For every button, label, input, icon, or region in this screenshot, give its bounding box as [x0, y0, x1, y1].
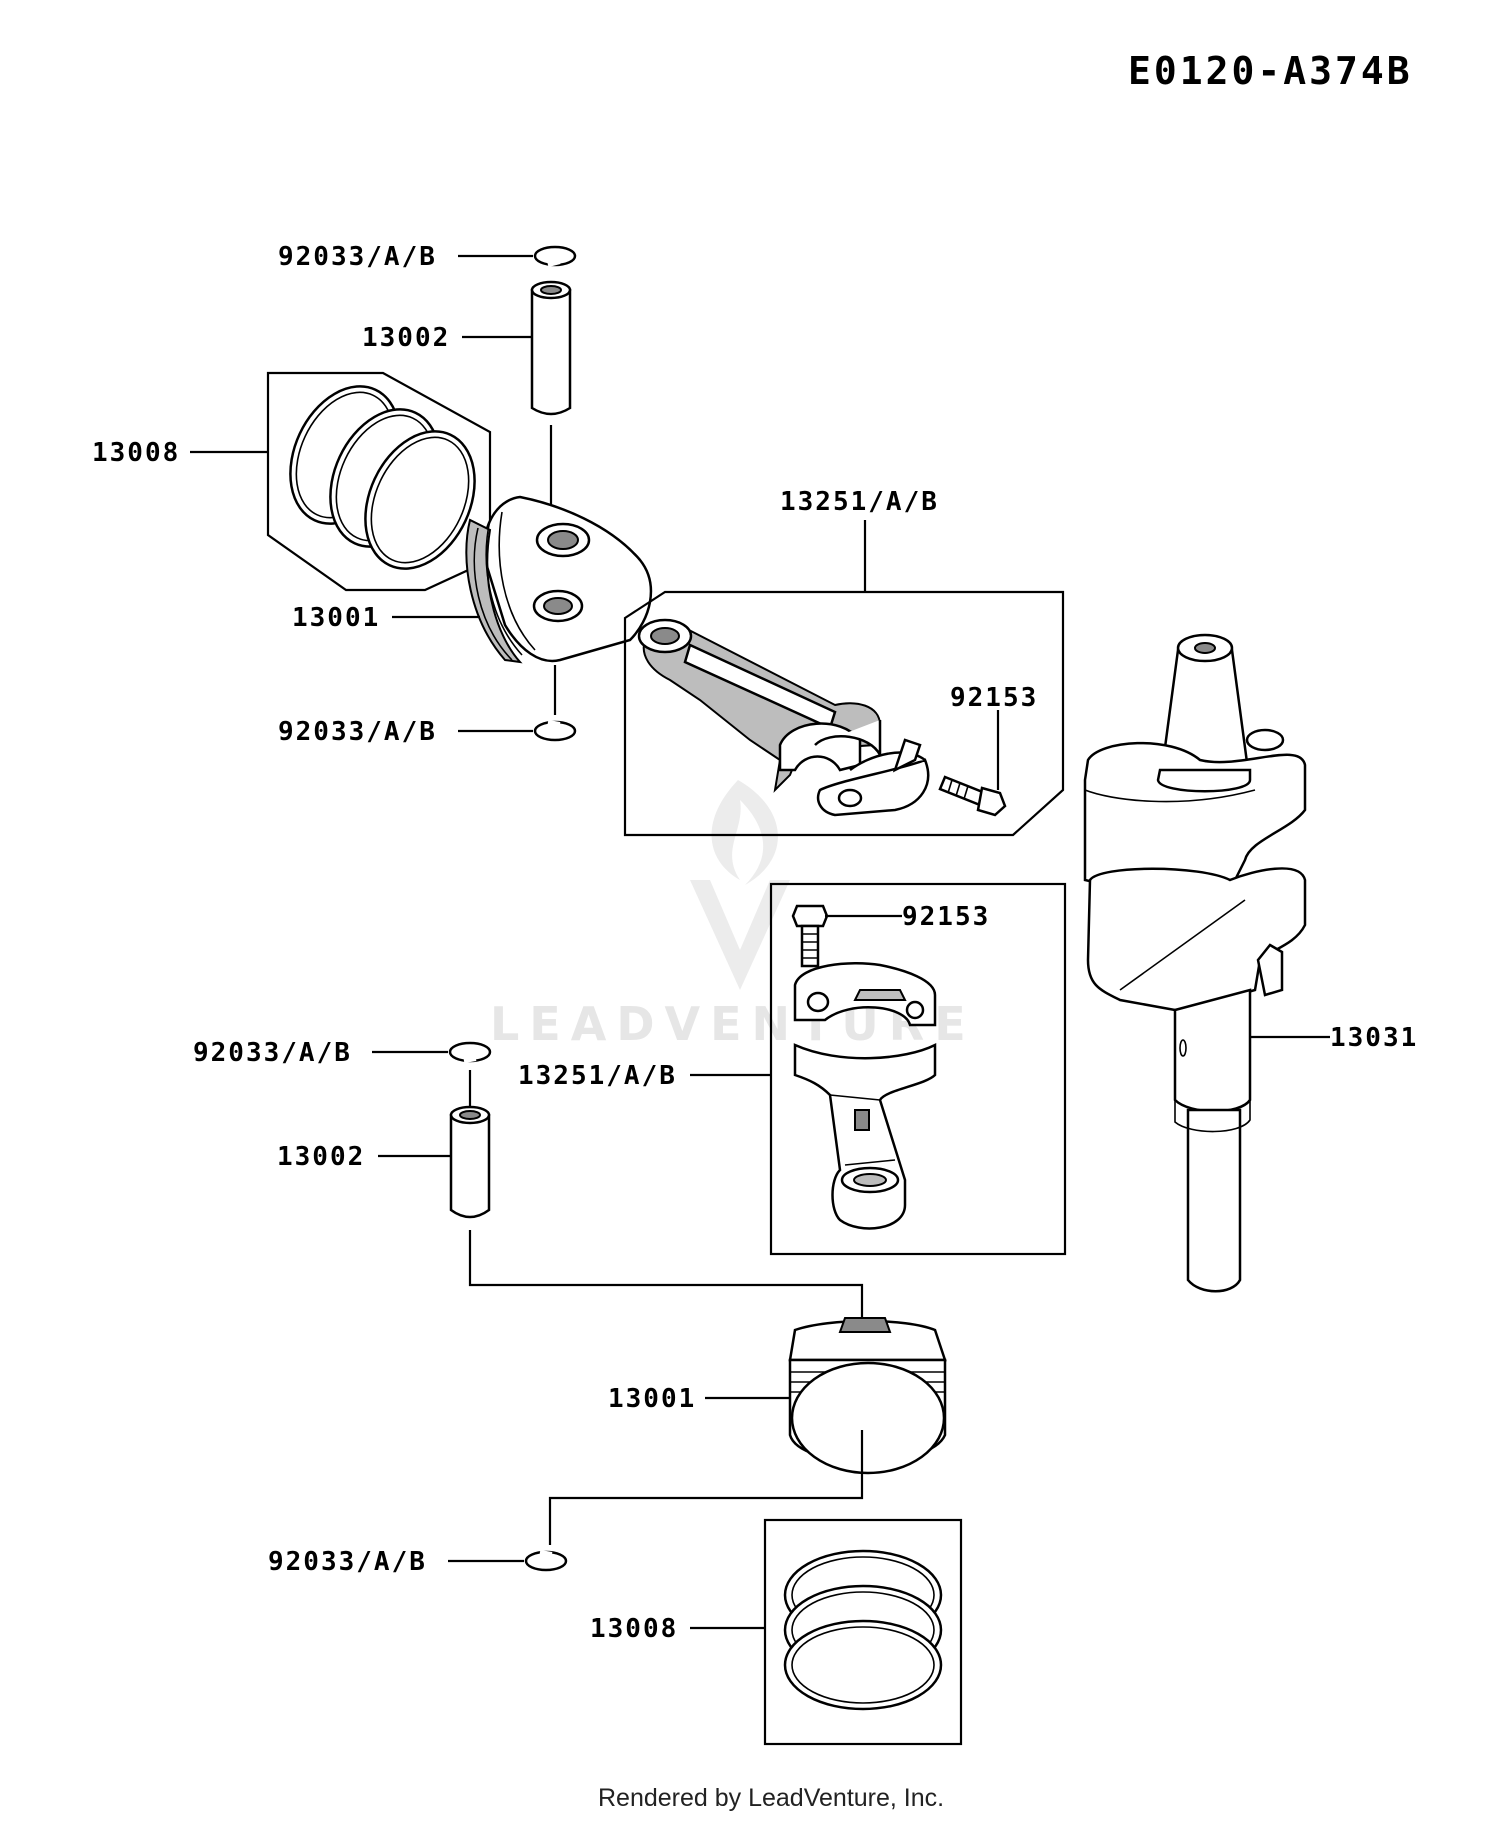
label-crankshaft[interactable]: 13031 — [1330, 1023, 1418, 1053]
label-piston-pin-upper[interactable]: 13002 — [362, 323, 450, 353]
label-bolt-lower[interactable]: 92153 — [902, 902, 990, 932]
label-snap-ring-upper-bottom[interactable]: 92033/A/B — [278, 717, 437, 747]
rod-upper-box — [623, 590, 1065, 837]
piston-rings-lower[interactable] — [783, 1549, 943, 1711]
bolt-lower[interactable] — [791, 904, 829, 968]
label-rings-lower[interactable]: 13008 — [590, 1614, 678, 1644]
label-rod-lower[interactable]: 13251/A/B — [518, 1061, 677, 1091]
crankshaft[interactable] — [1083, 633, 1307, 1293]
leader-piston-to-snap-lower — [548, 1430, 864, 1545]
label-bolt-upper[interactable]: 92153 — [950, 683, 1038, 713]
label-snap-ring-upper-top[interactable]: 92033/A/B — [278, 242, 437, 272]
piston-rings-upper[interactable] — [269, 369, 495, 587]
label-rod-upper[interactable]: 13251/A/B — [780, 487, 939, 517]
snap-ring-lower-top[interactable] — [448, 1041, 492, 1063]
rod-lower-box — [769, 882, 1067, 1256]
piston-lower[interactable] — [788, 1317, 947, 1475]
rings-upper-box — [266, 371, 492, 592]
piston-pin-lower[interactable] — [449, 1105, 491, 1219]
piston-pin-upper[interactable] — [530, 280, 572, 416]
label-rings-upper[interactable]: 13008 — [92, 438, 180, 468]
snap-ring-upper-top[interactable] — [533, 245, 577, 267]
piston-upper[interactable] — [465, 495, 653, 664]
credit-text: Rendered by LeadVenture, Inc. — [598, 1784, 944, 1812]
diagram-code: E0120-A374B — [1128, 49, 1413, 93]
label-piston-upper[interactable]: 13001 — [292, 603, 380, 633]
bolt-upper[interactable] — [938, 775, 1007, 817]
snap-ring-bottom[interactable] — [524, 1550, 568, 1572]
rings-lower-box — [763, 1518, 963, 1746]
connecting-rod-upper[interactable] — [637, 618, 930, 817]
label-piston-lower[interactable]: 13001 — [608, 1384, 696, 1414]
connecting-rod-lower[interactable] — [793, 961, 937, 1230]
label-piston-pin-lower[interactable]: 13002 — [277, 1142, 365, 1172]
leader-pin-to-piston-lower — [468, 1230, 864, 1320]
label-snap-ring-lower-top[interactable]: 92033/A/B — [193, 1038, 352, 1068]
label-snap-ring-bottom[interactable]: 92033/A/B — [268, 1547, 427, 1577]
snap-ring-upper-bottom[interactable] — [533, 720, 577, 742]
